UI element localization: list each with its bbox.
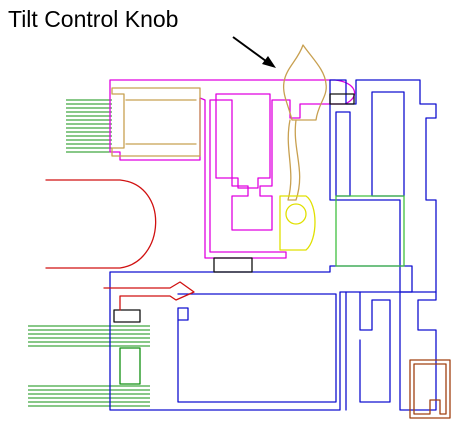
green-insert bbox=[335, 195, 405, 267]
sash-profile bbox=[109, 79, 356, 259]
sash-inner-chamber bbox=[215, 93, 271, 189]
lower-spacer bbox=[119, 347, 141, 385]
drainage-cap bbox=[409, 359, 451, 419]
glazing-bead-curve bbox=[45, 179, 157, 269]
knob-stem bbox=[287, 119, 301, 201]
frame-profile bbox=[329, 79, 437, 411]
frame-sill-chamber bbox=[177, 293, 337, 403]
upper-glass-pane bbox=[66, 99, 112, 153]
cam-circle bbox=[285, 203, 307, 225]
callout-arrow bbox=[232, 36, 276, 68]
lower-bead bbox=[103, 281, 195, 311]
tilt-control-knob bbox=[282, 44, 327, 121]
lower-gasket bbox=[113, 309, 141, 323]
frame-mullion bbox=[345, 291, 391, 411]
top-gasket bbox=[329, 93, 355, 105]
bottom-gasket bbox=[213, 257, 253, 273]
glazing-clip-inner bbox=[125, 99, 197, 145]
callout-label: Tilt Control Knob bbox=[8, 6, 179, 32]
frame-chamber bbox=[335, 91, 405, 197]
glazing-clip bbox=[111, 87, 201, 157]
spring-cam bbox=[279, 195, 316, 251]
lower-glass-pane bbox=[28, 325, 150, 407]
